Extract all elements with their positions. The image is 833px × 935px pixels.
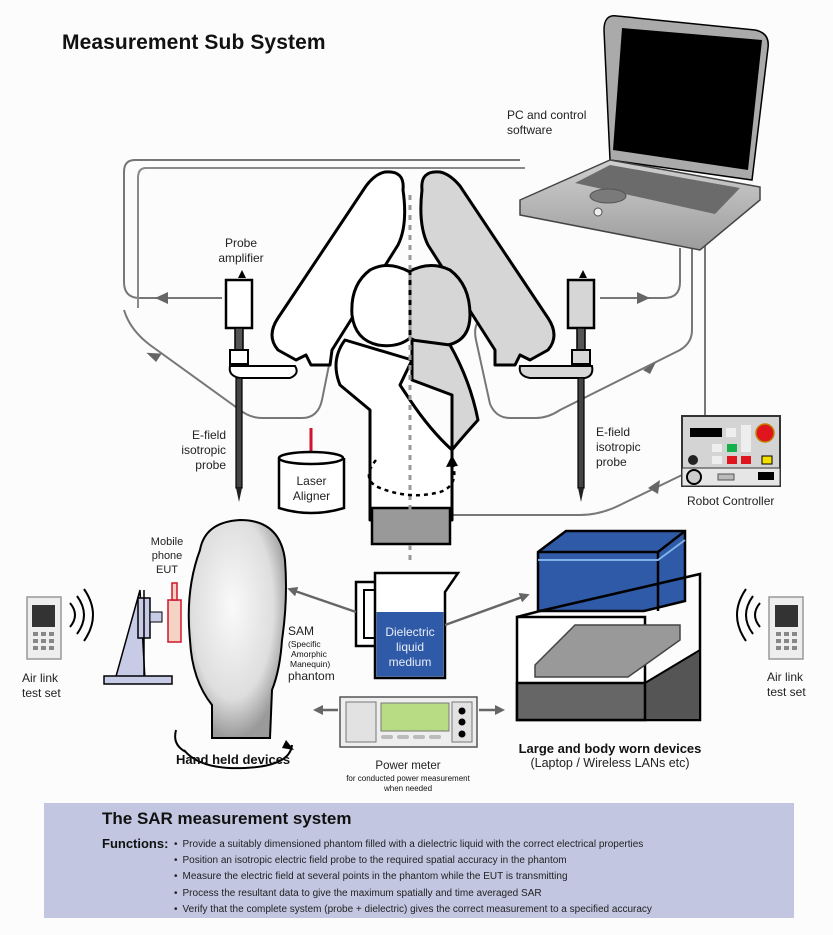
function-item: Position an isotropic electric field pro… bbox=[174, 853, 652, 869]
arrow-right-probe-icon bbox=[643, 362, 656, 374]
laptop-under-test bbox=[534, 624, 681, 678]
probe-amplifier-left bbox=[224, 278, 254, 330]
arrow-left-amp-icon bbox=[155, 292, 168, 304]
emergency-stop-icon bbox=[755, 423, 775, 443]
cable-robot-base bbox=[452, 474, 683, 516]
efield-label-line: E-field bbox=[596, 425, 631, 439]
mobile-phone-label-line: phone bbox=[151, 550, 183, 562]
laser-aligner bbox=[277, 428, 346, 515]
power-meter-display bbox=[380, 702, 450, 732]
large-devices-title: Large and body worn devices bbox=[518, 741, 702, 756]
mobile-phone-eut bbox=[167, 599, 182, 643]
laptop-pc bbox=[519, 15, 769, 251]
large-devices-subtitle: (Laptop / Wireless LANs etc) bbox=[530, 756, 690, 770]
sam-detail-line: (Specific bbox=[288, 639, 321, 649]
probe-amplifier-label-line: Probe bbox=[224, 236, 258, 250]
flat-phantom-box bbox=[515, 529, 702, 722]
robot-arm-right bbox=[406, 170, 556, 452]
dielectric-liquid-jug bbox=[354, 571, 461, 680]
cable-probe-right bbox=[474, 245, 693, 419]
arrow-left-probe-icon bbox=[146, 352, 162, 362]
rotation-arrow-icon bbox=[446, 455, 458, 467]
power-meter-label: Power meter for conducted power measurem… bbox=[318, 759, 498, 794]
robot-controller-label: Robot Controller bbox=[687, 494, 775, 508]
rotation-arrow-head-icon bbox=[282, 740, 294, 750]
efield-label-line: isotropic bbox=[181, 443, 226, 457]
mobile-phone-label-line: EUT bbox=[156, 564, 178, 576]
mobile-phone-label-line: Mobile bbox=[150, 536, 184, 548]
efield-label-line: probe bbox=[596, 455, 627, 469]
function-item: Process the resultant data to give the m… bbox=[174, 886, 652, 902]
arrow-right-amp-icon bbox=[637, 292, 650, 304]
functions-list: Provide a suitably dimensioned phantom f… bbox=[174, 837, 652, 918]
phantom-label: phantom bbox=[288, 669, 335, 683]
pc-label-line: PC and control bbox=[507, 108, 587, 122]
function-item: Provide a suitably dimensioned phantom f… bbox=[174, 837, 652, 853]
cable-arrows bbox=[146, 292, 660, 494]
pc-label-line: software bbox=[507, 123, 553, 137]
sam-label-title: SAM bbox=[288, 624, 315, 638]
hand-held-devices-label: Hand held devices bbox=[176, 752, 291, 767]
efield-label-line: E-field bbox=[191, 428, 226, 442]
cables bbox=[123, 159, 706, 516]
laser-aligner-label: Laser Aligner bbox=[279, 474, 344, 504]
dielectric-label: Dielectric liquid medium bbox=[377, 625, 443, 670]
probe-amplifier-right bbox=[566, 278, 596, 330]
cable-amp-right bbox=[600, 248, 681, 299]
dielectric-label-line: liquid bbox=[395, 640, 425, 654]
robot-arm-left bbox=[270, 170, 454, 522]
robot-controller bbox=[681, 415, 781, 487]
mobile-phone-label: Mobile phone EUT bbox=[144, 535, 190, 577]
info-box-title: The SAR measurement system bbox=[102, 809, 352, 828]
sam-label: SAM (Specific Amorphic Manequin) phantom bbox=[288, 624, 335, 684]
power-meter bbox=[339, 696, 478, 748]
probe-left bbox=[224, 270, 298, 502]
efield-label-line: isotropic bbox=[596, 440, 641, 454]
air-link-right-label: Air link test set bbox=[767, 670, 806, 700]
dielectric-label-line: Dielectric bbox=[385, 625, 435, 639]
functions-label: Functions: bbox=[102, 836, 169, 851]
sam-phantom-head bbox=[174, 518, 294, 770]
pc-label: PC and control software bbox=[507, 108, 586, 138]
efield-label-line: probe bbox=[195, 458, 226, 472]
air-link-label-line: Air link bbox=[22, 671, 59, 685]
sar-info-box: The SAR measurement system Functions: Pr… bbox=[44, 803, 794, 918]
dielectric-label-line: medium bbox=[388, 655, 432, 669]
sam-detail-line: Manequin) bbox=[290, 659, 331, 669]
power-meter-subtitle-line: when needed bbox=[383, 784, 433, 793]
cable-amp-left bbox=[123, 159, 520, 299]
wireless-signal-right-icon bbox=[736, 588, 761, 642]
efield-probe-right-label: E-field isotropic probe bbox=[596, 425, 641, 470]
air-link-label-line: test set bbox=[767, 685, 806, 699]
rotation-path bbox=[367, 459, 456, 497]
large-devices-label: Large and body worn devices (Laptop / Wi… bbox=[508, 741, 712, 771]
air-link-left-label: Air link test set bbox=[22, 671, 61, 701]
wireless-signal-left-icon bbox=[69, 588, 94, 642]
function-item: Verify that the complete system (probe +… bbox=[174, 902, 652, 918]
laser-aligner-label-line: Laser bbox=[296, 474, 327, 488]
air-link-label-line: Air link bbox=[767, 670, 804, 684]
cable-outer-left bbox=[137, 167, 525, 308]
function-item: Measure the electric field at several po… bbox=[174, 869, 652, 885]
power-meter-title: Power meter bbox=[375, 760, 441, 772]
arrow-to-flat-phantom bbox=[444, 593, 530, 627]
air-link-label-line: test set bbox=[22, 686, 61, 700]
arrow-to-phantom bbox=[287, 586, 357, 614]
phone-positioner bbox=[103, 582, 182, 685]
probe-amplifier-label: Probe amplifier bbox=[206, 236, 276, 266]
sam-detail-line: Amorphic bbox=[291, 649, 327, 659]
laser-aligner-label-line: Aligner bbox=[292, 489, 331, 503]
laptop-screen bbox=[613, 28, 762, 170]
air-link-test-set-right bbox=[736, 588, 804, 660]
page-title: Measurement Sub System bbox=[62, 31, 326, 54]
air-link-test-set-left bbox=[26, 588, 94, 660]
arrow-controller-icon bbox=[648, 480, 660, 494]
efield-probe-left-label: E-field isotropic probe bbox=[162, 428, 226, 473]
power-meter-subtitle-line: for conducted power measurement bbox=[346, 774, 470, 783]
probe-right bbox=[518, 270, 596, 502]
probe-amplifier-label-line: amplifier bbox=[218, 251, 264, 265]
